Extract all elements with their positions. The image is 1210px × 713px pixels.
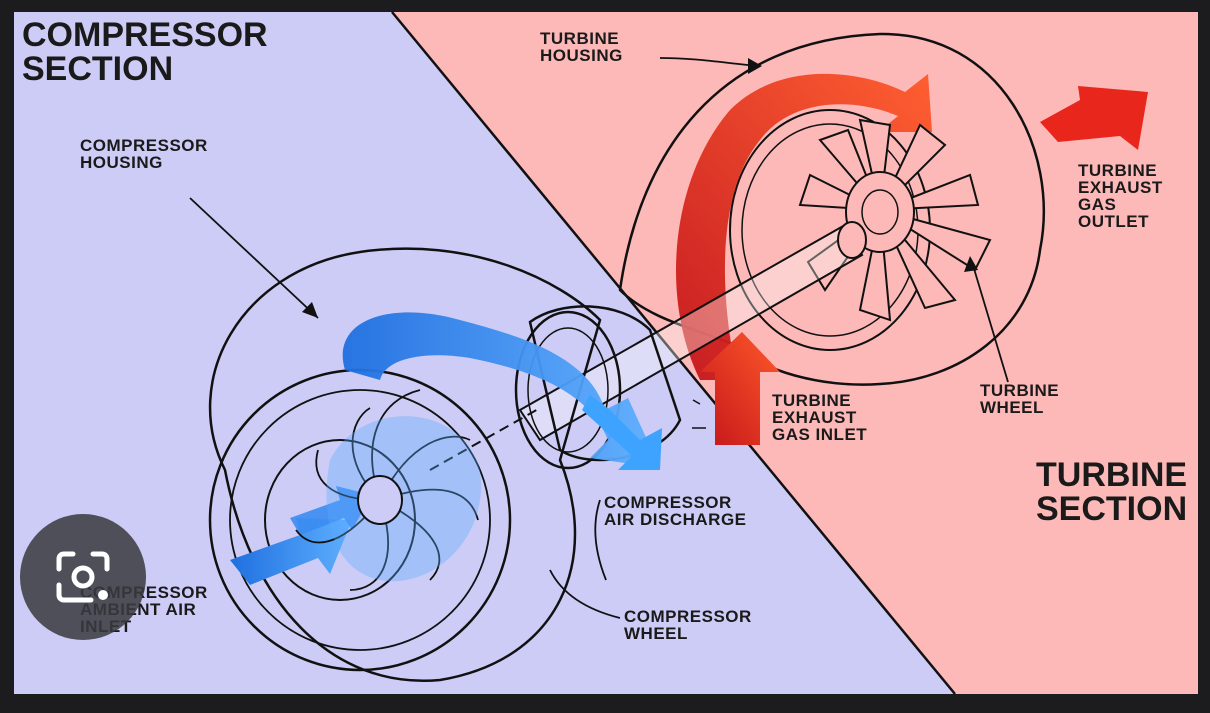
label-compressor-wheel: COMPRESSOR WHEEL [624,607,752,643]
turbine-exhaust-outlet-arrow [1040,86,1148,150]
section-divider [391,11,956,695]
label-turbine-wheel: TURBINE WHEEL [980,381,1060,417]
compressor-ambient-air-inlet-arrow [230,518,352,585]
exhaust-gas-flow-arrow [676,73,932,380]
compressor-wheel-hub [357,475,403,525]
visual-search-button[interactable] [20,514,146,640]
compressor-air-flow-arrow [342,312,660,468]
label-turbine-exhaust-gas-outlet: TURBINE EXHAUST GAS OUTLET [1078,161,1163,231]
compressor-section-title: COMPRESSOR SECTION [22,16,268,88]
leader-compressor-wheel [549,569,621,619]
label-turbine-exhaust-gas-inlet: TURBINE EXHAUST GAS INLET [772,391,868,444]
turbine-section-bg [392,12,1198,694]
compressor-inlet [264,439,416,601]
leader-compressor-discharge [594,499,607,581]
label-turbine-housing: TURBINE HOUSING [540,29,623,65]
leader-compressor-housing [189,197,319,319]
lens-camera-icon [56,551,110,603]
compressor-air-discharge-arrow [582,395,662,470]
turbine-section-title: TURBINE SECTION [1036,456,1188,528]
turbine-exhaust-inlet-arrow [700,332,780,445]
center-bearing-housing [528,305,682,462]
compressor-housing-outline [208,247,602,683]
turbine-shaft [518,223,864,442]
label-compressor-housing: COMPRESSOR HOUSING [80,136,208,172]
leader-turbine-wheel [971,261,1009,383]
label-compressor-air-discharge: COMPRESSOR AIR DISCHARGE [604,493,747,529]
